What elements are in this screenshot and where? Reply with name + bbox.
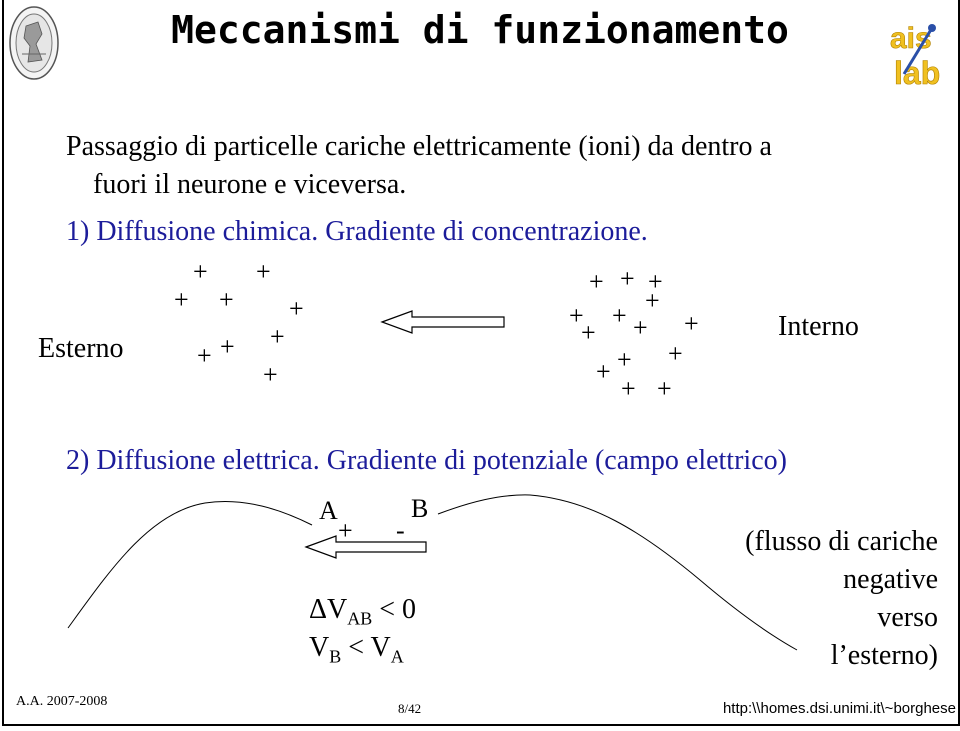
ais-lab-logo: ais lab (886, 16, 944, 92)
ion-plus-left: + (263, 360, 278, 389)
ion-plus-left: + (219, 285, 234, 314)
eq2-v1: V (309, 632, 330, 663)
ion-plus-right: + (596, 357, 611, 386)
ion-plus-right: + (684, 309, 699, 338)
footer-url: http:\\homes.dsi.unimi.it\~borghese (722, 700, 956, 717)
label-interno: Interno (778, 311, 859, 342)
ion-plus-right: + (569, 301, 584, 330)
intro-line-1: Passaggio di particelle cariche elettric… (66, 131, 772, 162)
equation-delta-v: ΔVAB < 0 (309, 594, 416, 630)
point-b-label: B (411, 494, 429, 523)
ion-plus-left: + (193, 257, 208, 286)
label-esterno: Esterno (38, 333, 124, 364)
ion-plus-left: + (256, 257, 271, 286)
ion-plus-left: + (289, 294, 304, 323)
eq2-mid: < V (341, 632, 391, 663)
ion-plus-left: + (174, 285, 189, 314)
eq2-subscript-a: A (390, 646, 404, 667)
point-1-heading: 1) Diffusione chimica. Gradiente di conc… (66, 216, 648, 247)
minus-sign-b: - (396, 516, 405, 545)
equation-vb-lt-va: VB < VA (309, 632, 404, 668)
ion-plus-right: + (657, 374, 672, 403)
university-seal-logo (9, 6, 59, 80)
point-a-label: A (319, 496, 338, 525)
potential-curves (67, 494, 798, 651)
ion-plus-right: + (668, 339, 683, 368)
flux-line-2: negative (843, 564, 938, 595)
ion-plus-right: + (620, 264, 635, 293)
ion-plus-left: + (270, 322, 285, 351)
ion-plus-left: + (197, 341, 212, 370)
ion-plus-right: + (633, 313, 648, 342)
intro-line-2: fuori il neurone e viceversa. (93, 169, 407, 200)
diffusion-arrow-left (380, 310, 505, 334)
svg-text:lab: lab (894, 55, 940, 91)
page-title: Meccanismi di funzionamento (171, 8, 789, 52)
footer-page-number: 8/42 (398, 701, 422, 716)
flux-line-1: (flusso di cariche (745, 526, 938, 557)
eq1-subscript: AB (347, 608, 373, 629)
eq2-subscript-b: B (329, 646, 342, 667)
ion-plus-right: + (581, 318, 596, 347)
ion-plus-right: + (621, 374, 636, 403)
footer-academic-year: A.A. 2007-2008 (16, 694, 108, 709)
flux-line-4: l’esterno) (830, 640, 938, 671)
ion-plus-right: + (589, 267, 604, 296)
ion-plus-right: + (617, 345, 632, 374)
eq1-delta: ΔV (309, 594, 348, 625)
ion-plus-left: + (220, 332, 235, 361)
ion-plus-right: + (648, 267, 663, 296)
ion-plus-right: + (645, 286, 660, 315)
ion-plus-right: + (612, 301, 627, 330)
point-2-heading: 2) Diffusione elettrica. Gradiente di po… (66, 445, 787, 476)
plus-sign-a: + (338, 516, 353, 545)
electric-flux-arrow-left (304, 535, 427, 559)
eq1-rest: < 0 (372, 594, 417, 625)
flux-line-3: verso (877, 602, 938, 633)
